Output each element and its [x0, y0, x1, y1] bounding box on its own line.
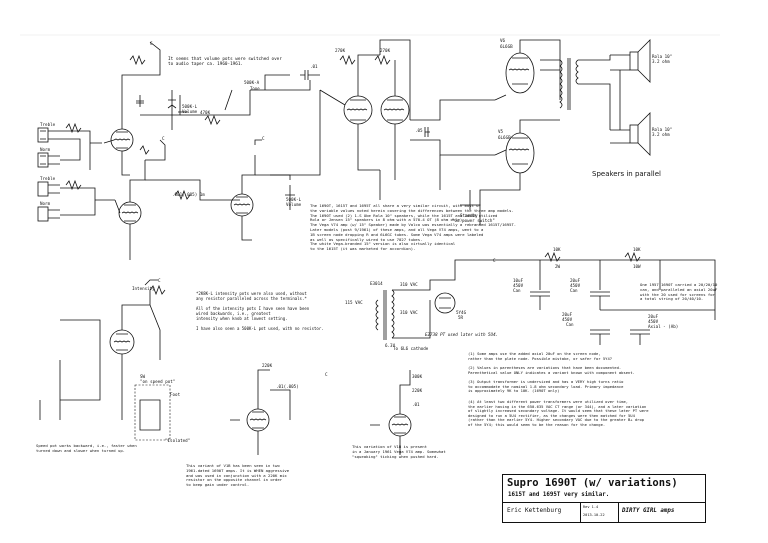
svg-text:C: C [262, 136, 265, 141]
svg-text:.001(.005) 1m: .001(.005) 1m [172, 192, 205, 197]
speakers-label: Speakers in parallel [592, 170, 661, 178]
input-treble2-label: Treble [40, 176, 56, 181]
tube-vib-variant-2 [388, 413, 412, 437]
rev-date-cell: Rev 1.4 2013-10-22 [580, 503, 619, 522]
tube-v4 [380, 95, 410, 125]
tube-vib-variant-1 [246, 408, 270, 432]
footnote-2: (2) Values in parentheses are variations… [468, 365, 635, 375]
svg-text:300K: 300K [412, 374, 423, 379]
svg-text:C: C [493, 258, 496, 263]
tube-v1b [118, 201, 142, 225]
svg-text:"on power switch": "on power switch" [452, 218, 495, 223]
input-treble-label: Treble [40, 122, 56, 127]
footswitch-label: Foot"Isolated" [165, 392, 190, 443]
speaker-top [629, 39, 651, 83]
speaker-top-label: Rola 10"3.2 ohm [652, 54, 672, 64]
note-intro: The 1690T, 1615T and 1695T all share a v… [310, 203, 517, 252]
pt-label: E3014 [370, 281, 383, 286]
revision: Rev 1.4 [583, 505, 599, 509]
pilot-label: To 6L6 cathode [393, 346, 429, 351]
schematic-title: Supro 1690T (w/ variations) [507, 477, 678, 489]
note-volume-pots: It seems that volume pots were switched … [168, 57, 282, 68]
pt-primary: 115 VAC [345, 300, 363, 305]
footnote-3: (3) Output transformer is undersized and… [468, 379, 624, 394]
svg-text:270K: 270K [335, 48, 346, 53]
note-vib-jan: This variation of V1B is present in a Ja… [352, 444, 446, 459]
tube-v3 [343, 95, 373, 125]
rectifier-tube [434, 292, 456, 314]
footnote-1: (1) Some amps use the added axial 20uF o… [468, 351, 613, 361]
svg-text:C: C [158, 278, 161, 283]
input-jack-normal-2 [37, 206, 60, 222]
pt-heater: 6.3V [385, 343, 396, 348]
footnote-4: (4) At least two different power transfo… [468, 399, 649, 427]
svg-text:C: C [325, 372, 328, 377]
svg-text:220K: 220K [412, 388, 423, 393]
output-transformer [559, 58, 579, 110]
svg-text:470K: 470K [200, 110, 211, 115]
pt-hv2: 310 VAC [400, 310, 418, 315]
note-speed-pot: Speed pot works backward, i.e., faster w… [36, 443, 137, 453]
svg-text:.01: .01 [412, 402, 420, 407]
input-jack-normal-1 [37, 152, 60, 168]
note-caps-1957: One 1957 1690T carried a 20/20/10 can, a… [640, 282, 718, 302]
date: 2013-10-22 [583, 513, 605, 517]
input-jack-treble-2 [37, 181, 60, 197]
note-vib-variant: This variant of V1B has been seen in two… [186, 463, 290, 488]
tube-v2a [230, 193, 254, 217]
tube-v1a [110, 128, 134, 152]
svg-text:Intensity: Intensity [132, 286, 155, 291]
title-block-row: Eric Kettenburg Rev 1.4 2013-10-22 DIRTY… [503, 502, 705, 522]
title-block: Supro 1690T (w/ variations) 1615T and 16… [502, 474, 706, 523]
input-normal2-label: Norm [40, 201, 51, 206]
svg-text:Tone: Tone [250, 86, 260, 91]
svg-text:220K: 220K [262, 363, 273, 368]
input-jack-treble-1 [37, 127, 60, 143]
speaker-bottom [629, 112, 651, 156]
svg-text:Standby: Standby [460, 213, 478, 218]
input-normal-label: Norm [40, 147, 51, 152]
svg-text:C: C [150, 41, 153, 46]
pt-hv: 310 VAC [400, 282, 418, 287]
svg-text:.01: .01 [310, 64, 318, 69]
svg-text:C: C [162, 136, 165, 141]
switch-label: SW"on speed pot" [140, 374, 175, 384]
speaker-bottom-label: Rola 10"3.2 ohm [652, 127, 672, 137]
svg-text:270K: 270K [380, 48, 391, 53]
brand: DIRTY GIRL amps [622, 508, 675, 514]
note-intensity: *2K8K-L intensity pots were also used, w… [196, 291, 324, 331]
power-transformer [375, 289, 395, 340]
schematic-subtitle: 1615T and 1695T very similar. [508, 492, 610, 498]
svg-text:500K-A: 500K-A [244, 80, 260, 85]
svg-text:.01(.005): .01(.005) [276, 384, 299, 389]
svg-text:.05: .05 [415, 128, 423, 133]
pt-note: E2738 PT used later with 5U4. [425, 332, 498, 337]
tube-trem-osc [109, 329, 135, 355]
tube-v6 [505, 52, 535, 94]
author: Eric Kettenburg [507, 507, 562, 514]
